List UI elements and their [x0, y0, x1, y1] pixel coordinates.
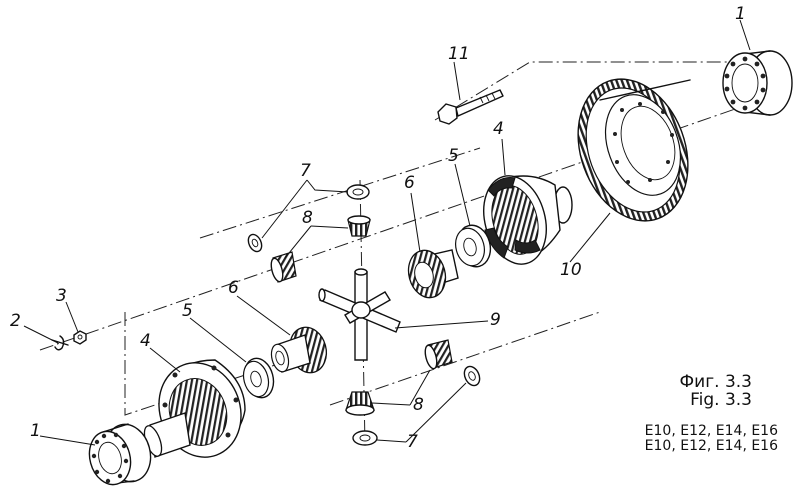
callout-10-ring-gear: 10: [560, 260, 582, 280]
models-line-2: E10, E12, E14, E16: [644, 438, 778, 454]
thrust-washer-top: [346, 184, 370, 200]
bearing-left: [88, 423, 152, 486]
lock-nut: [73, 330, 87, 345]
thrust-washer-upper: [455, 224, 492, 268]
callout-8-pinion-top: 8: [302, 208, 313, 228]
models-line-1: E10, E12, E14, E16: [644, 423, 778, 439]
callout-11-bolt: 11: [448, 44, 470, 64]
callout-6-side-gear-upper: 6: [404, 173, 415, 193]
bolt: [437, 89, 504, 125]
callout-2-pin: 2: [10, 311, 21, 331]
housing-left: [143, 359, 246, 458]
housing-right: [483, 175, 573, 265]
callout-6-side-gear-lower: 6: [228, 278, 239, 298]
pinion-bottom: [345, 391, 375, 416]
lock-pin: [51, 335, 69, 351]
thrust-washer-right: [463, 365, 481, 387]
pinion-bottom-right: [424, 339, 453, 370]
callout-1-bearing-right: 1: [735, 4, 746, 24]
callout-4-housing-left: 4: [140, 331, 151, 351]
figure-caption-ru: Фиг. 3.3: [679, 372, 752, 392]
callout-8-pinion-bottom: 8: [413, 395, 424, 415]
spider-cross: [318, 268, 401, 361]
thrust-washer-bottom: [352, 430, 378, 446]
thrust-washer-lower: [242, 357, 275, 399]
ring-gear: [577, 78, 691, 222]
pinion-left: [270, 251, 297, 283]
bearing-right: [722, 50, 793, 116]
figure-caption-en: Fig. 3.3: [690, 390, 752, 410]
callout-5-washer-upper: 5: [448, 146, 459, 166]
callout-1-bearing-left: 1: [30, 421, 41, 441]
side-gear-upper: [407, 249, 459, 299]
callout-3-nut: 3: [56, 286, 67, 306]
pinion-top: [347, 215, 371, 237]
callout-5-washer-lower: 5: [182, 301, 193, 321]
callout-7-thrust-washer-top: 7: [300, 161, 311, 181]
callout-9-spider: 9: [490, 310, 501, 330]
side-gear-lower: [270, 326, 328, 374]
callout-7-thrust-washer-bottom: 7: [407, 432, 418, 452]
leader-lines: [23, 19, 751, 446]
callout-4-housing-right: 4: [493, 119, 504, 139]
thrust-washer-left: [247, 233, 263, 253]
